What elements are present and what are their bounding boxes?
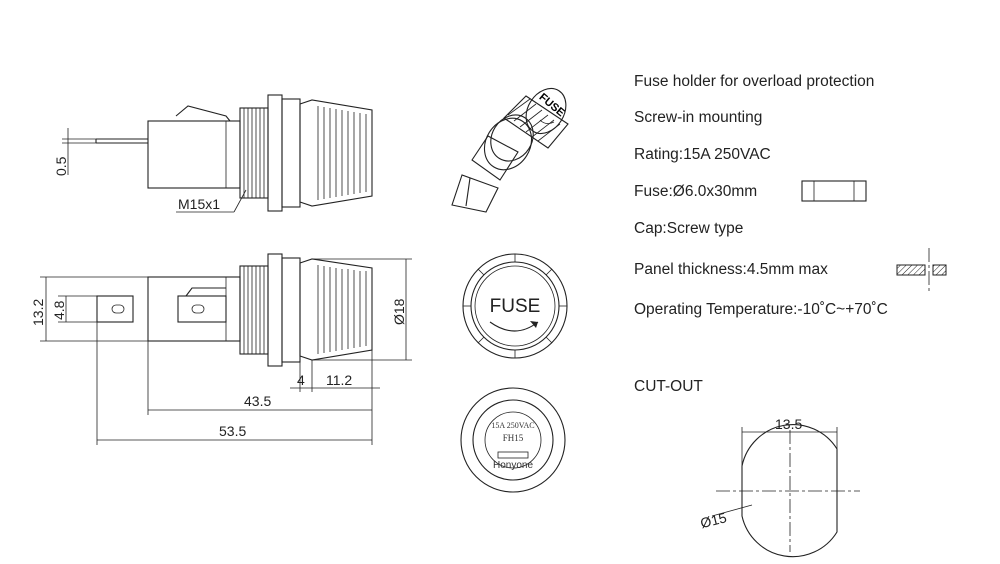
spec-cap: Cap:Screw type: [634, 220, 744, 237]
cap-inner-model: FH15: [503, 433, 524, 443]
thread-lines: [243, 108, 265, 198]
cap-front-view: FUSE: [462, 253, 568, 359]
dim-flange: 4: [297, 372, 305, 388]
iso-cap-label: FUSE: [537, 91, 567, 119]
dim-cap-length: 11.2: [326, 372, 352, 388]
cutout-title: CUT-OUT: [634, 378, 703, 395]
spec-fuse: Fuse:Ø6.0x30mm: [634, 183, 758, 200]
isometric-view: FUSE: [451, 87, 569, 213]
cutout-drawing: 13.5 Ø15: [699, 416, 860, 558]
dim-terminal-thickness: 0.5: [53, 156, 69, 176]
spec-mounting: Screw-in mounting: [634, 109, 763, 126]
dim-cap-diameter: Ø18: [391, 298, 407, 325]
fuse-icon: [801, 180, 867, 202]
spec-operating-temperature: Operating Temperature:-10˚C~+70˚C: [634, 301, 888, 318]
spec-rating: Rating:15A 250VAC: [634, 146, 771, 163]
panel-thickness-icon: [896, 248, 947, 293]
cap-front-label: FUSE: [490, 296, 541, 317]
cap-inner-rating: 15A 250VAC: [491, 421, 534, 430]
cap-inner-view: 15A 250VAC FH15 Honyone: [460, 387, 566, 493]
cutout-diameter: Ø15: [699, 509, 729, 531]
cap-inner-brand: Honyone: [493, 460, 533, 471]
dim-height: 13.2: [30, 299, 46, 326]
dim-terminal-width: 4.8: [51, 300, 67, 320]
spec-purpose: Fuse holder for overload protection: [634, 73, 875, 90]
cap-knurling-bottom: [317, 265, 367, 354]
top-side-view: 0.5 M15x1: [53, 94, 373, 213]
dim-thread: M15x1: [178, 196, 220, 212]
bottom-side-view: 13.2 4.8 Ø18 4 11.2 43.5 53.5: [30, 253, 412, 445]
dim-overall-length: 53.5: [219, 423, 246, 439]
cutout-width: 13.5: [775, 416, 802, 432]
dim-body-length: 43.5: [244, 393, 271, 409]
spec-panel-thickness: Panel thickness:4.5mm max: [634, 261, 828, 278]
cap-knurling-top: [317, 106, 367, 200]
